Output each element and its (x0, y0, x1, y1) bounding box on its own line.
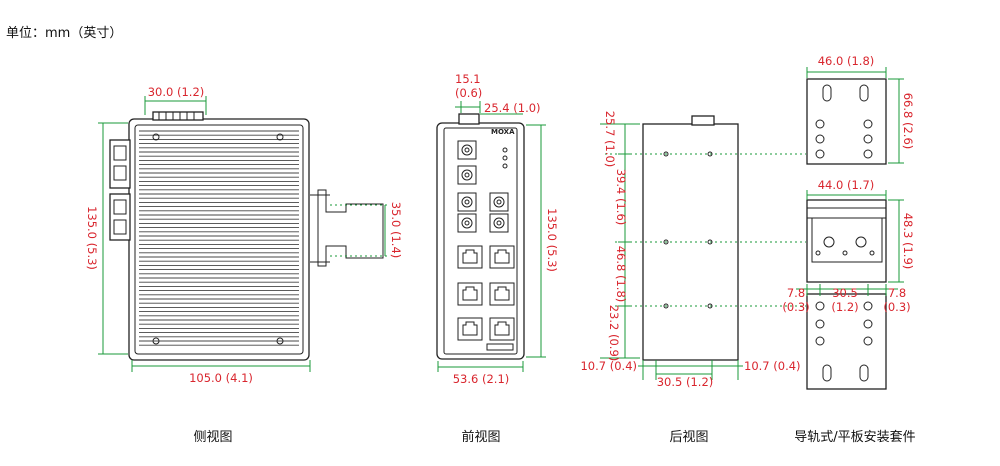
rear-dim-3: 46.8 (1.8) (614, 246, 628, 303)
rj45-port (489, 282, 515, 306)
side-screw (276, 133, 284, 141)
fiber-port (489, 213, 509, 233)
fiber-port (457, 165, 477, 185)
mounting-kit: 46.0 (1.8) 66.8 (2.6) 44.0 (1.7) 48.3 (1… (782, 54, 915, 445)
front-terminal-block (458, 113, 480, 125)
kit-right-dim-inch: (0.3) (883, 300, 910, 314)
side-view-caption: 侧视图 (193, 430, 232, 445)
rear-dim-1: 25.7 (1.0) (603, 111, 617, 168)
fiber-port (489, 192, 509, 212)
front-bottom-dim: 53.6 (2.1) (453, 372, 510, 386)
rear-dim-2: 39.4 (1.6) (614, 169, 628, 226)
kit-top-width-dim: 46.0 (1.8) (818, 54, 875, 68)
front-fiber-ports (457, 140, 509, 233)
kit-left-dim-inch: (0.3) (782, 300, 809, 314)
fiber-port (457, 213, 477, 233)
front-logo: MOXA (491, 128, 515, 136)
kit-center-dim-inch: (1.2) (831, 300, 858, 314)
front-top-dim-b: 25.4 (1.0) (484, 101, 541, 115)
side-screw (152, 133, 160, 141)
kit-top-height-dim: 66.8 (2.6) (901, 93, 915, 150)
kit-keyhole (822, 84, 832, 102)
kit-top-plate (806, 78, 887, 165)
fiber-port (457, 192, 477, 212)
side-screw (276, 337, 284, 345)
kit-left-dim: 7.8 (787, 286, 805, 300)
kit-right-dim: 7.8 (888, 286, 906, 300)
side-rail-dim: 35.0 (1.4) (389, 202, 403, 259)
rear-terminal-block (691, 115, 715, 126)
kit-keyhole (822, 364, 832, 382)
front-view-caption: 前视图 (461, 429, 500, 445)
rj45-port (457, 245, 483, 269)
front-rj45-ports (457, 245, 515, 341)
rj45-port (457, 317, 483, 341)
side-terminal-block (152, 111, 204, 121)
side-view-ribs (139, 130, 299, 346)
side-bottom-dim: 105.0 (4.1) (189, 371, 253, 385)
rear-view: 25.7 (1.0) 39.4 (1.6) 46.8 (1.8) 23.2 (0… (580, 111, 806, 445)
rear-bottom-right-dim: 10.7 (0.4) (744, 359, 801, 373)
rear-view-caption: 后视图 (669, 430, 708, 445)
front-top-dim-a: 15.1 (455, 72, 481, 86)
side-fiber-port (109, 139, 131, 189)
rj45-port (489, 245, 515, 269)
unit-label: 单位：mm（英寸） (6, 26, 123, 41)
kit-center-dim: 30.5 (832, 286, 858, 300)
kit-din-plate (806, 199, 887, 283)
rj45-port (457, 282, 483, 306)
side-din-rail-clip (317, 189, 384, 267)
side-fiber-port (109, 193, 131, 241)
kit-mid-height-dim: 48.3 (1.9) (901, 213, 915, 270)
kit-keyhole (859, 84, 869, 102)
side-screw (152, 337, 160, 345)
kit-mid-width-dim: 44.0 (1.7) (818, 178, 875, 192)
front-height-dim: 135.0 (5.3) (545, 208, 559, 272)
rj45-port (489, 317, 515, 341)
rear-dim-4: 23.2 (0.9) (607, 305, 621, 362)
front-view-body (436, 122, 525, 360)
fiber-port (457, 140, 477, 160)
side-top-dim: 30.0 (1.2) (148, 85, 205, 99)
side-view-inner-frame (134, 124, 304, 355)
side-view: 30.0 (1.2) 135.0 (5.3) 105.0 (4.1) 35.0 … (85, 85, 403, 445)
mounting-kit-caption: 导轨式/平板安装套件 (794, 429, 915, 445)
side-height-dim: 135.0 (5.3) (85, 206, 99, 270)
front-view-inner-frame (443, 127, 518, 355)
rear-bottom-left-dim: 10.7 (0.4) (580, 359, 637, 373)
rear-bottom-center-dim: 30.5 (1.2) (657, 375, 714, 389)
front-top-dim-a-inch: (0.6) (455, 86, 482, 100)
kit-keyhole (859, 364, 869, 382)
front-view: MOXA 15.1 (0.6) 25.4 (1.0) 135.0 (5.3) 5… (436, 72, 559, 445)
